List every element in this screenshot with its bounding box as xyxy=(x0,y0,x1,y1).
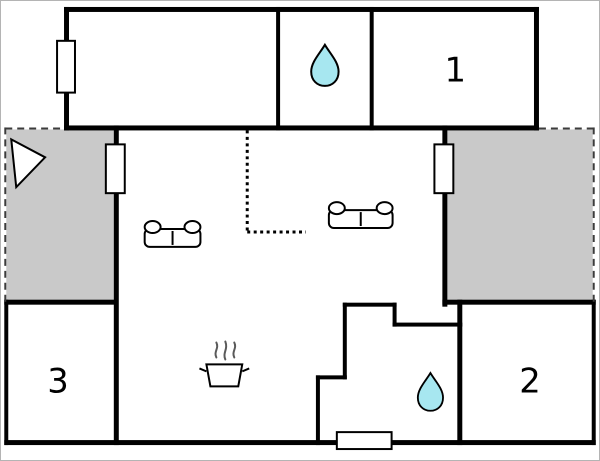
sofa-armrest xyxy=(327,201,346,216)
sofa-icon-left xyxy=(143,220,202,248)
sofa-armrest xyxy=(143,220,162,234)
sofa-armrest xyxy=(375,201,394,216)
wall xyxy=(442,125,448,307)
water-drop-shape xyxy=(416,371,444,412)
window xyxy=(335,431,393,451)
steam-wiggle xyxy=(223,340,228,361)
wall xyxy=(342,302,397,307)
pot-steam xyxy=(214,340,237,361)
right-terrace xyxy=(447,129,593,301)
window xyxy=(433,143,455,195)
wall xyxy=(4,440,596,446)
wall xyxy=(315,375,320,446)
window xyxy=(104,143,126,195)
pot-handle xyxy=(241,367,250,373)
wall xyxy=(64,6,539,12)
windows xyxy=(56,39,455,451)
wall xyxy=(369,6,374,131)
wall xyxy=(533,6,539,131)
window xyxy=(56,39,76,94)
dotted-partition xyxy=(245,130,306,234)
wall xyxy=(591,299,596,446)
triangle-marker-icon xyxy=(10,137,47,190)
walls xyxy=(4,6,596,446)
water-drop-icon-top xyxy=(310,42,340,87)
sofa-armrest xyxy=(183,220,202,234)
wall xyxy=(276,6,281,131)
room-1-label: 1 xyxy=(445,51,467,90)
room-2-label: 2 xyxy=(519,361,541,400)
wall xyxy=(113,125,119,446)
room-3-label: 3 xyxy=(47,361,69,400)
wall xyxy=(342,302,347,380)
pot-body xyxy=(205,363,244,388)
wall xyxy=(64,125,539,131)
terrace-dashed-edges xyxy=(4,127,595,302)
wall xyxy=(392,322,463,327)
water-drop-icon-bottom xyxy=(416,371,444,412)
wall xyxy=(4,299,9,446)
wall xyxy=(315,375,347,380)
wall xyxy=(457,299,463,446)
steam-wiggle xyxy=(214,341,219,359)
pot-handle xyxy=(199,367,207,373)
wall xyxy=(392,302,397,327)
wall xyxy=(4,299,116,305)
pot-icon xyxy=(199,340,250,388)
steam-wiggle xyxy=(232,341,237,359)
wall xyxy=(442,299,596,305)
water-drop-shape xyxy=(310,42,340,87)
sofa-icon-right xyxy=(327,201,394,230)
